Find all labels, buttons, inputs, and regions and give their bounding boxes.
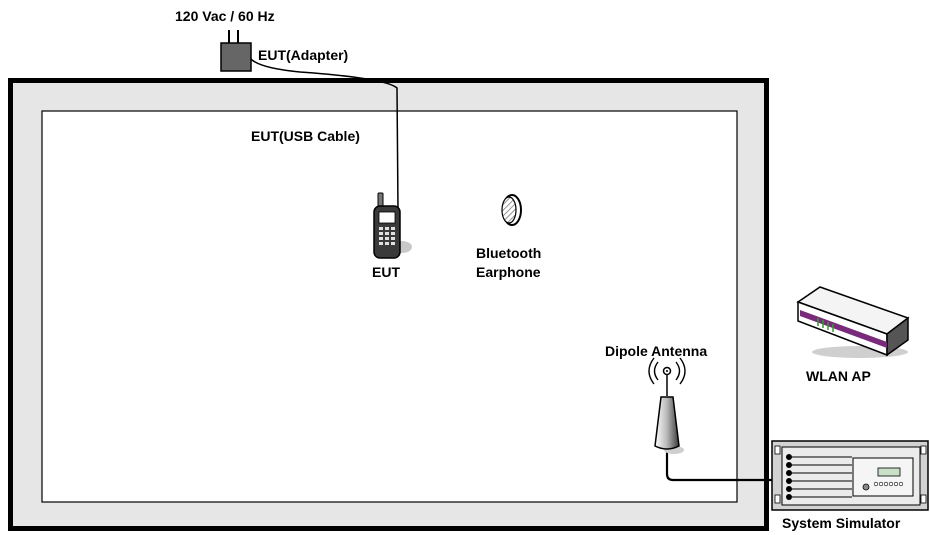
- usb-cable-label: EUT(USB Cable): [251, 128, 360, 144]
- chamber-inner-area: [41, 110, 738, 503]
- usb-cable-line: [249, 57, 399, 211]
- power-adapter-icon: [220, 30, 252, 72]
- system-simulator-icon: [771, 440, 929, 511]
- dipole-antenna-icon: [648, 357, 686, 454]
- eut-label: EUT: [372, 264, 400, 280]
- adapter-label: EUT(Adapter): [258, 47, 348, 63]
- earphone-label-line2: Earphone: [476, 264, 541, 280]
- wlan-ap-label: WLAN AP: [806, 368, 871, 384]
- power-source-label: 120 Vac / 60 Hz: [175, 8, 275, 24]
- system-simulator-label: System Simulator: [782, 515, 901, 531]
- earphone-label-line1: Bluetooth: [476, 245, 541, 261]
- dipole-antenna-label: Dipole Antenna: [605, 343, 707, 359]
- antenna-cable-line: [665, 452, 780, 482]
- wlan-router-icon: [796, 286, 910, 358]
- bluetooth-earphone-icon: [501, 194, 522, 226]
- mobile-phone-icon: [373, 192, 412, 259]
